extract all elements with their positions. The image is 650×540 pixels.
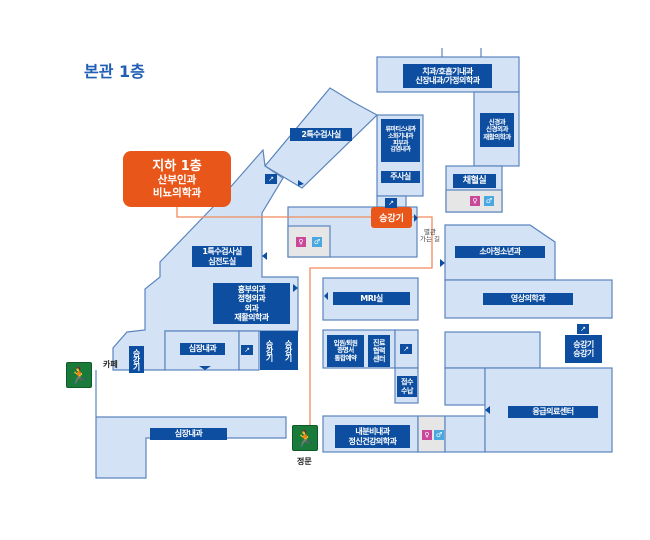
basement-callout[interactable]: 지하 1층 산부인과 비뇨의학과 bbox=[123, 151, 231, 207]
elevator-left[interactable]: 승강기 bbox=[129, 346, 144, 373]
escalator-icon: ↗ bbox=[400, 344, 412, 354]
callout-line1: 산부인과 bbox=[157, 174, 197, 186]
room-mri[interactable]: MRI실 bbox=[333, 292, 410, 305]
emergency-exit-icon: 🏃 bbox=[292, 425, 318, 451]
escalator-icon: ↗ bbox=[241, 345, 253, 355]
callout-heading: 지하 1층 bbox=[152, 159, 202, 174]
escalator-icon: ↗ bbox=[577, 324, 589, 334]
room-reception[interactable]: 접수 수납 bbox=[397, 376, 417, 397]
female-restroom-icon: ♀ bbox=[422, 430, 432, 440]
room-blood[interactable]: 채혈실 bbox=[453, 174, 496, 188]
room-dental[interactable]: 치과/호흡기내과 신장내과/가정의학과 bbox=[403, 64, 492, 88]
room-pediatrics[interactable]: 소아청소년과 bbox=[455, 246, 545, 258]
female-restroom-icon: ♀ bbox=[296, 237, 306, 247]
male-restroom-icon: ♂ bbox=[484, 196, 494, 206]
cafe-label: 카페 bbox=[103, 360, 118, 369]
female-restroom-icon: ♀ bbox=[470, 196, 480, 206]
annex-path-label: 별관 가는 길 bbox=[420, 228, 441, 244]
room-cardio-bottom[interactable]: 심장내과 bbox=[150, 428, 227, 440]
room-rheum[interactable]: 류마티스내과 소화기내과 피부과 감염내과 bbox=[381, 119, 420, 162]
room-emergency[interactable]: 응급의료센터 bbox=[508, 406, 598, 418]
male-restroom-icon: ♂ bbox=[434, 430, 444, 440]
room-neuro[interactable]: 신경과 신경외과 재활의학과 bbox=[480, 113, 514, 147]
page-title: 본관 1층 bbox=[84, 62, 145, 81]
room-radiology[interactable]: 영상의학과 bbox=[483, 293, 573, 305]
elevator-mid-1[interactable]: 승강기 bbox=[260, 331, 279, 370]
emergency-exit-icon: 🏃 bbox=[66, 362, 92, 388]
room-cardio-top[interactable]: 심장내과 bbox=[180, 343, 225, 355]
elevator-right[interactable]: 승강기 승강기 bbox=[565, 335, 602, 363]
room-special2[interactable]: 2특수검사실 bbox=[290, 128, 352, 141]
main-elevator[interactable]: 승강기 bbox=[371, 207, 412, 228]
room-admission[interactable]: 입원/퇴원 증명서 통합예약 bbox=[327, 335, 364, 367]
room-endo[interactable]: 내분비내과 정신건강의학과 bbox=[335, 425, 410, 448]
room-injection[interactable]: 주사실 bbox=[381, 171, 420, 183]
route-line bbox=[176, 207, 433, 426]
elevator-mid-2[interactable]: 승강기 bbox=[279, 331, 298, 370]
main-gate-label: 정문 bbox=[297, 457, 312, 466]
callout-line2: 비뇨의학과 bbox=[152, 187, 202, 200]
escalator-icon: ↗ bbox=[385, 198, 397, 208]
room-chest[interactable]: 흉부외과 정형외과 외과 재활의학과 bbox=[213, 283, 290, 324]
room-special1[interactable]: 1특수검사실 심전도실 bbox=[192, 246, 252, 267]
escalator-icon: ↗ bbox=[265, 174, 277, 184]
male-restroom-icon: ♂ bbox=[312, 237, 322, 247]
room-referral[interactable]: 진료 협력 센터 bbox=[368, 335, 390, 367]
